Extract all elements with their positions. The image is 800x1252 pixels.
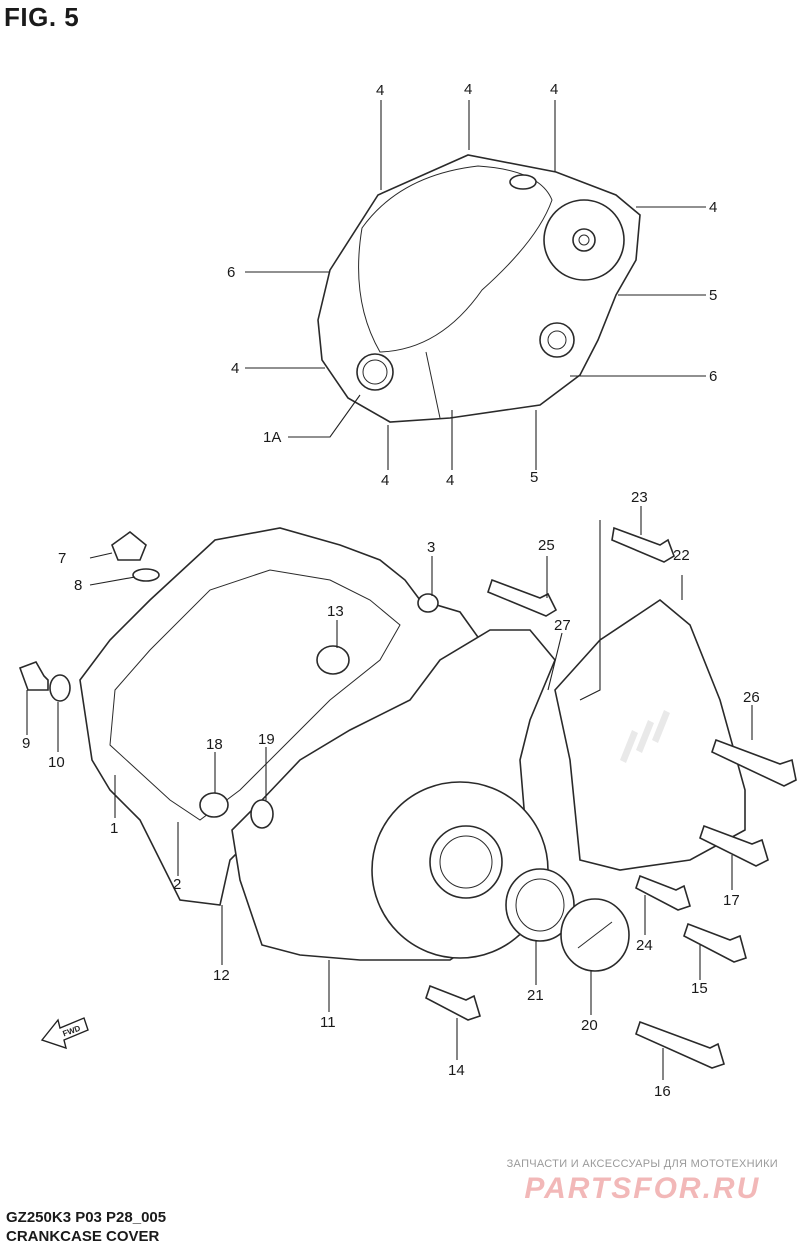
callout-4-f: 4 xyxy=(381,472,389,489)
crankcase-cover-inner xyxy=(317,154,641,423)
diagram-name: CRANKCASE COVER xyxy=(6,1228,160,1245)
callout-17: 17 xyxy=(723,892,740,909)
callout-27: 27 xyxy=(554,617,571,634)
callout-labels: 4 4 4 4 4 6 5 4 6 1A 4 5 5 23 22 25 3 27… xyxy=(22,81,760,1100)
callout-20: 20 xyxy=(581,1017,598,1034)
callout-4-c: 4 xyxy=(550,81,558,98)
callout-5-a: 5 xyxy=(709,287,717,304)
watermark: ЗАПЧАСТИ И АКСЕССУАРЫ ДЛЯ МОТОТЕХНИКИ PA… xyxy=(507,1158,778,1206)
callout-9: 9 xyxy=(22,735,30,752)
watermark-tagline: ЗАПЧАСТИ И АКСЕССУАРЫ ДЛЯ МОТОТЕХНИКИ xyxy=(506,1158,778,1170)
figure-title: FIG. 5 xyxy=(4,2,80,32)
callout-14: 14 xyxy=(448,1062,465,1079)
callout-4-b: 4 xyxy=(464,81,472,98)
callout-1: 1 xyxy=(110,820,118,837)
callout-21: 21 xyxy=(527,987,544,1004)
diagram-footer: GZ250K3 P03 P28_005 CRANKCASE COVER xyxy=(6,1208,166,1246)
callout-18: 18 xyxy=(206,736,223,753)
callout-15: 15 xyxy=(691,980,708,997)
callout-25: 25 xyxy=(538,537,555,554)
callout-16: 16 xyxy=(654,1083,671,1100)
callout-22: 22 xyxy=(673,547,690,564)
callout-3: 3 xyxy=(427,539,435,556)
callout-4-a: 4 xyxy=(376,82,384,99)
leader-lines xyxy=(26,100,753,1080)
callout-7: 7 xyxy=(58,550,66,567)
callout-6-b: 6 xyxy=(709,368,717,385)
callout-26: 26 xyxy=(743,689,760,706)
callout-13: 13 xyxy=(327,603,344,620)
callout-4-d: 4 xyxy=(709,199,717,216)
callout-4-e: 4 xyxy=(231,360,239,377)
callout-2: 2 xyxy=(173,876,181,893)
callout-5-b: 4 xyxy=(446,472,454,489)
callout-23: 23 xyxy=(631,489,648,506)
fwd-arrow-icon: FWD xyxy=(40,1017,89,1050)
watermark-logo: PARTSFOR.RU xyxy=(524,1172,761,1205)
callout-5-c: 5 xyxy=(530,469,538,486)
model-code: GZ250K3 P03 P28_005 xyxy=(6,1209,167,1226)
crankcase-cover-outer xyxy=(18,526,797,1069)
callout-11: 11 xyxy=(320,1014,336,1031)
callout-6-a: 6 xyxy=(227,264,235,281)
callout-12: 12 xyxy=(213,967,230,984)
callout-19: 19 xyxy=(258,731,275,748)
callout-24: 24 xyxy=(636,937,653,954)
callout-1a: 1A xyxy=(263,429,281,446)
callout-10: 10 xyxy=(48,754,65,771)
callout-8: 8 xyxy=(74,577,82,594)
